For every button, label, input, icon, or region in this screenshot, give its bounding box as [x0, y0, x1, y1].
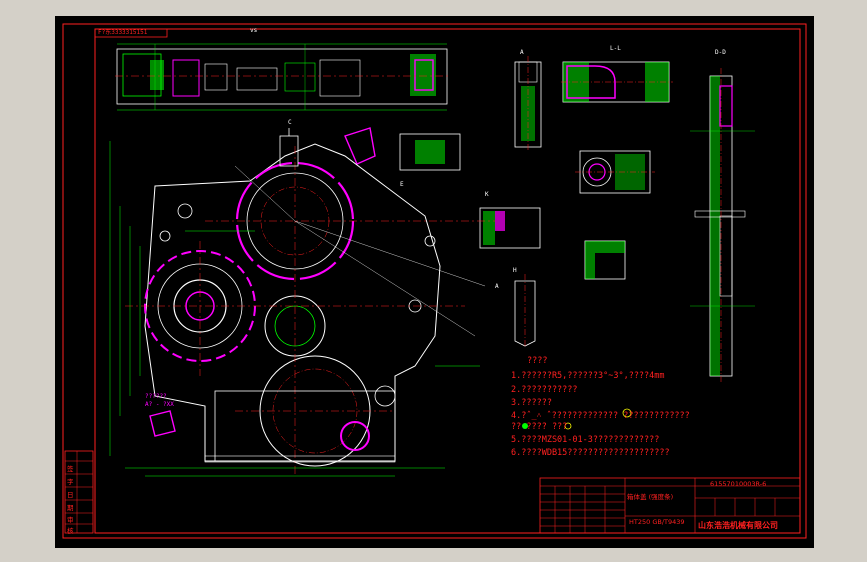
cad-drawing-canvas[interactable]: F?东3333315151 vs L-L D-D C E A H K A ???…	[55, 16, 814, 548]
company-name: 山东浩浩机械有限公司	[698, 521, 778, 530]
side-label-3: 日	[67, 491, 74, 499]
note-symbol-2	[522, 423, 528, 429]
section-h2-view	[514, 274, 536, 348]
drawing-number: 61557010003R-6	[710, 480, 767, 488]
section-label-c: C	[288, 119, 292, 126]
side-label-block	[64, 450, 94, 534]
note-line-3: 3.??????	[511, 398, 552, 408]
main-front-view	[109, 128, 495, 477]
section-label-e: E	[400, 181, 404, 188]
outer-frame	[62, 23, 807, 539]
corner-code-label: F?东3333315151	[98, 29, 148, 36]
note-symbol-3	[564, 422, 572, 430]
note-line-4b: ?? ???? ???	[511, 422, 568, 432]
detail-view-label: ??????	[145, 393, 167, 400]
drawing-svg	[62, 23, 807, 539]
section-label-h: H	[513, 267, 517, 274]
note-line-5: 5.????MZS01-01-3?????????????	[511, 435, 660, 445]
side-label-6: 核	[67, 527, 74, 535]
section-label-k: K	[485, 191, 489, 198]
note-line-1: 1.??????R5,??????3°~3°,????4mm	[511, 371, 665, 381]
detail-view-scale: A? - ?XX	[145, 401, 174, 408]
section-label-ll: L-L	[610, 45, 621, 52]
section-label-a: A	[520, 49, 524, 56]
inner-frame	[94, 28, 801, 534]
side-label-5: 审	[67, 516, 74, 524]
section-dd-view	[690, 68, 755, 384]
material-spec: HT250 GB/T9439	[629, 518, 685, 526]
notes-heading: ????	[527, 356, 548, 366]
side-label-2: 字	[67, 478, 74, 486]
bolt-detail-view	[575, 150, 655, 194]
section-ll-view	[561, 61, 673, 103]
section-label-a2: A	[495, 283, 499, 290]
part-name: 箱体盖 (强度条)	[627, 493, 674, 501]
side-label-4: 期	[67, 504, 74, 512]
section-c-view	[344, 127, 376, 165]
section-label-dd: D-D	[715, 49, 726, 56]
note-line-6: 6.????WDB15????????????????????	[511, 448, 670, 458]
section-k-view	[479, 207, 541, 249]
section-e-view	[399, 133, 461, 171]
corner-code-box	[94, 28, 168, 38]
title-block-lines	[539, 477, 801, 534]
section-a-view	[514, 56, 542, 152]
note-symbol-1	[622, 408, 632, 418]
section-label-vs: vs	[250, 27, 258, 34]
top-view	[115, 43, 450, 111]
note-line-2: 2.???????????	[511, 385, 578, 395]
side-label-1: 签	[67, 465, 74, 473]
note-line-4: 4.?ˆ_˄ ˆ????????????? ?????????????	[511, 411, 690, 421]
section-h-view	[584, 240, 626, 280]
